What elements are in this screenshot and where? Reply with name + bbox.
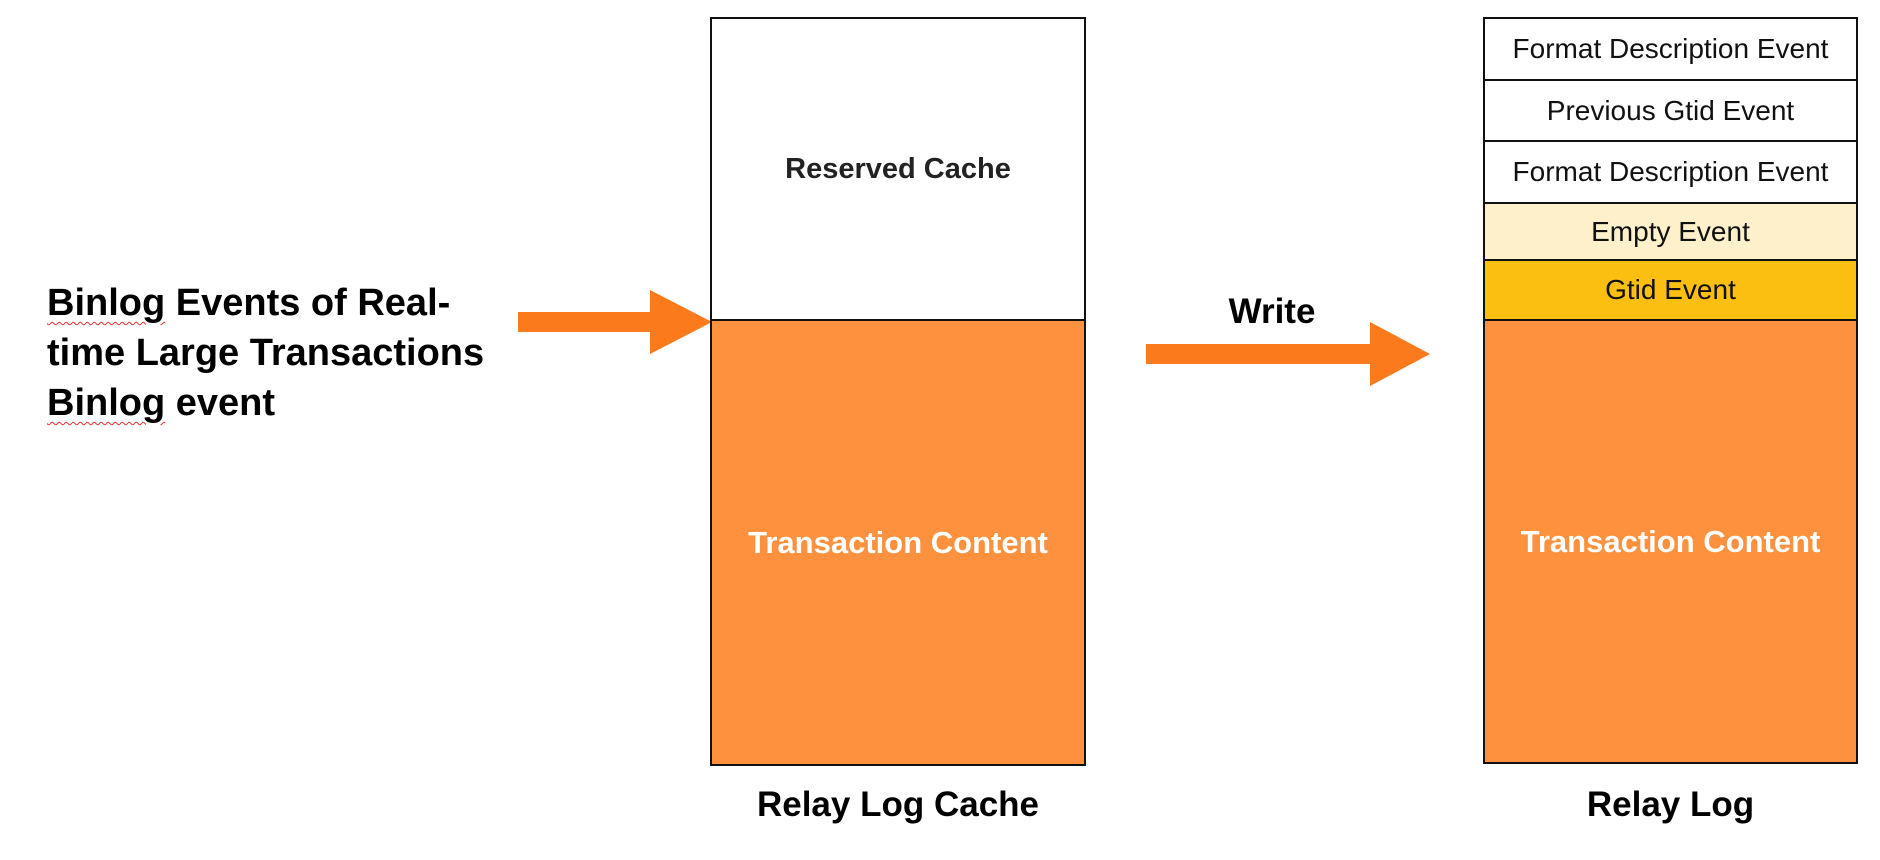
write-label: Write xyxy=(1228,292,1316,331)
relay-log: Format Description Event Previous Gtid E… xyxy=(1483,17,1858,764)
empty-event-row: Empty Event xyxy=(1485,204,1856,261)
relay-log-cache: Reserved Cache Transaction Content xyxy=(710,17,1086,766)
input-arrow xyxy=(518,290,714,354)
log-transaction-content: Transaction Content xyxy=(1485,321,1856,762)
relay-log-caption: Relay Log xyxy=(1586,785,1755,824)
reserved-cache-block: Reserved Cache xyxy=(712,19,1084,321)
cache-transaction-content: Transaction Content xyxy=(712,321,1084,764)
gtid-event-row: Gtid Event xyxy=(1485,261,1856,321)
misspelled-word: Binlog xyxy=(47,382,166,424)
format-description-event-row: Format Description Event xyxy=(1485,19,1856,81)
previous-gtid-event-row: Previous Gtid Event xyxy=(1485,81,1856,142)
format-description-event-row: Format Description Event xyxy=(1485,142,1856,204)
source-line-3-text: event xyxy=(165,382,276,424)
source-line-3: Binlog event xyxy=(47,378,527,428)
source-line-2: time Large Transactions xyxy=(47,328,527,378)
source-label: Binlog Events of Real- time Large Transa… xyxy=(47,278,527,428)
source-line-1-text: Events of Real- xyxy=(165,282,451,324)
relay-log-cache-caption: Relay Log Cache xyxy=(756,785,1040,824)
write-arrow xyxy=(1146,322,1432,386)
source-line-2-text: time Large Transactions xyxy=(47,332,485,374)
source-line-1: Binlog Events of Real- xyxy=(47,278,527,328)
misspelled-word: Binlog xyxy=(47,282,166,324)
